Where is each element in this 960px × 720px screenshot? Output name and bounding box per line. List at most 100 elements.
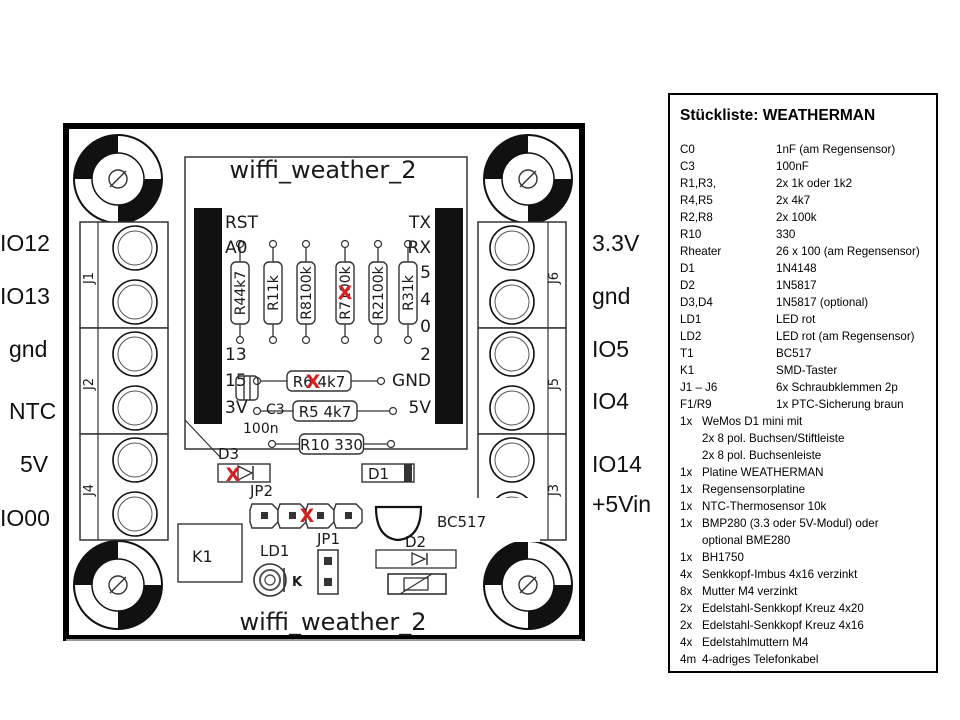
bom-qty: 8x [680, 585, 693, 598]
pin-label-rst: RST [225, 213, 259, 233]
bom-ref: D3,D4 [680, 296, 713, 309]
jp1-label: JP1 [316, 530, 340, 548]
resistor-r4-label: R44k7 [233, 271, 249, 316]
left-label-5v: 5V [20, 451, 49, 477]
bom-desc: 4-adriges Telefonkabel [702, 653, 819, 666]
bom-value: 2x 4k7 [776, 194, 811, 207]
jp2-pad [333, 503, 363, 529]
bom-value: 26 x 100 (am Regensensor) [776, 245, 920, 258]
bom-value: 330 [776, 228, 796, 241]
bom-desc: Mutter M4 verzinkt [702, 585, 798, 598]
right-label-3v3: 3.3V [592, 230, 640, 256]
pin-label-tx: TX [408, 213, 431, 233]
pin-label-2: 2 [420, 345, 431, 365]
d1-label: D1 [368, 465, 389, 483]
bom-qty: 4x [680, 568, 693, 581]
bom-desc: Edelstahlmuttern M4 [702, 636, 809, 649]
jumper-jp1: JP1 [316, 530, 340, 595]
resistor-r3: R31k [398, 239, 418, 345]
mounting-hole-bl [73, 540, 163, 630]
bom-ref: T1 [680, 347, 694, 360]
bom-ref: K1 [680, 364, 695, 377]
bom-qty: 1x [680, 500, 693, 513]
pin-label-3v: 3V [225, 398, 248, 418]
jumper-jp2: JP2 X [249, 482, 363, 529]
pin-label-5: 5 [420, 263, 431, 283]
bom-desc: BH1750 [702, 551, 744, 564]
resistor-r2: R2100k [368, 239, 388, 345]
bom-qty: 1x [680, 517, 693, 530]
c3-value: 100n [243, 421, 279, 437]
pin-label-4: 4 [420, 290, 431, 310]
bom-ref: R2,R8 [680, 211, 713, 224]
resistor-r1-label: R11k [266, 274, 282, 311]
bom-value: 2x 1k oder 1k2 [776, 177, 853, 190]
resistor-r2-label: R2100k [371, 265, 387, 319]
bom-title: Stückliste: WEATHERMAN [680, 107, 876, 124]
resistor-r6-label: R6 4k7 [293, 373, 346, 391]
right-label-5vin: +5Vin [592, 491, 652, 517]
bom-desc: BMP280 (3.3 oder 5V-Modul) oder [702, 517, 879, 530]
bom-desc: 2x 8 pol. Buchsen/Stiftleiste [702, 432, 845, 445]
diode-d3: D3 X [184, 419, 271, 486]
bom-qty: 1x [680, 551, 693, 564]
terminal-block-left-3: J4 [79, 433, 169, 541]
bom-ref: LD2 [680, 330, 702, 343]
bom-ref: F1/R9 [680, 398, 712, 411]
terminal-label-right-2: J5 [547, 378, 562, 391]
bom-desc: 2x 8 pol. Buchsenleiste [702, 449, 822, 462]
c3-label: C3 [266, 402, 285, 418]
bom-value: 1x PTC-Sicherung braun [776, 398, 904, 411]
resistor-r10-label: R10 330 [300, 436, 363, 454]
resistor-r7-removed-mark: X [338, 282, 353, 304]
jp2-pad [305, 503, 335, 529]
resistor-r8: R8100k [296, 239, 316, 345]
pin-label-13: 13 [225, 345, 247, 365]
bom-value: LED rot (am Regensensor) [776, 330, 915, 343]
left-label-gnd: gnd [9, 336, 48, 362]
jp2-label: JP2 [249, 482, 273, 500]
d3-label: D3 [218, 445, 239, 463]
resistor-r5-label: R5 4k7 [299, 403, 352, 421]
right-label-io5: IO5 [592, 336, 630, 362]
terminal-label-left-1: J1 [82, 272, 97, 285]
right-label-io4: IO4 [592, 388, 630, 414]
resistor-r1: R11k [263, 239, 283, 345]
diode-d1: D1 [361, 463, 415, 483]
left-label-ntc: NTC [9, 398, 57, 424]
bom-desc: Regensensorplatine [702, 483, 806, 496]
header-strip-left [194, 208, 222, 424]
bom-qty: 4m [680, 653, 697, 666]
bom-qty: 1x [680, 483, 693, 496]
terminal-block-right-1: J6 [477, 221, 567, 329]
bom-desc: Edelstahl-Senkkopf Kreuz 4x16 [702, 619, 864, 632]
diode-d2: D2 [375, 533, 457, 595]
bom-value: SMD-Taster [776, 364, 838, 377]
terminal-label-left-3: J4 [82, 484, 97, 497]
resistor-r3-label: R31k [401, 274, 417, 311]
bom-qty: 2x [680, 602, 693, 615]
board-title-bottom: wiffi_weather_2 [239, 608, 426, 636]
switch-k1: K1 [177, 523, 243, 583]
terminal-label-right-1: J6 [547, 272, 562, 285]
terminal-block-left-2: J2 [79, 327, 169, 435]
resistor-r10: R10 330 [267, 433, 396, 455]
bom-value: LED rot [776, 313, 816, 326]
resistor-r4: R44k7 [230, 239, 250, 345]
bom-ref: D1 [680, 262, 695, 275]
d2-label: D2 [405, 533, 426, 551]
mounting-hole-tr [483, 134, 573, 224]
bom-qty: 2x [680, 619, 693, 632]
bom-ref: R4,R5 [680, 194, 713, 207]
bom-ref: R10 [680, 228, 702, 241]
bom-value: 100nF [776, 160, 809, 173]
bom-desc: optional BME280 [702, 534, 791, 547]
terminal-block-right-2: J5 [477, 327, 567, 435]
resistor-r6-removed-mark: X [306, 371, 321, 393]
terminal-block-left-1: J1 [79, 221, 169, 329]
mounting-hole-tl [73, 134, 163, 224]
terminal-label-right-3: J3 [547, 484, 562, 497]
pin-label-5v: 5V [409, 398, 432, 418]
